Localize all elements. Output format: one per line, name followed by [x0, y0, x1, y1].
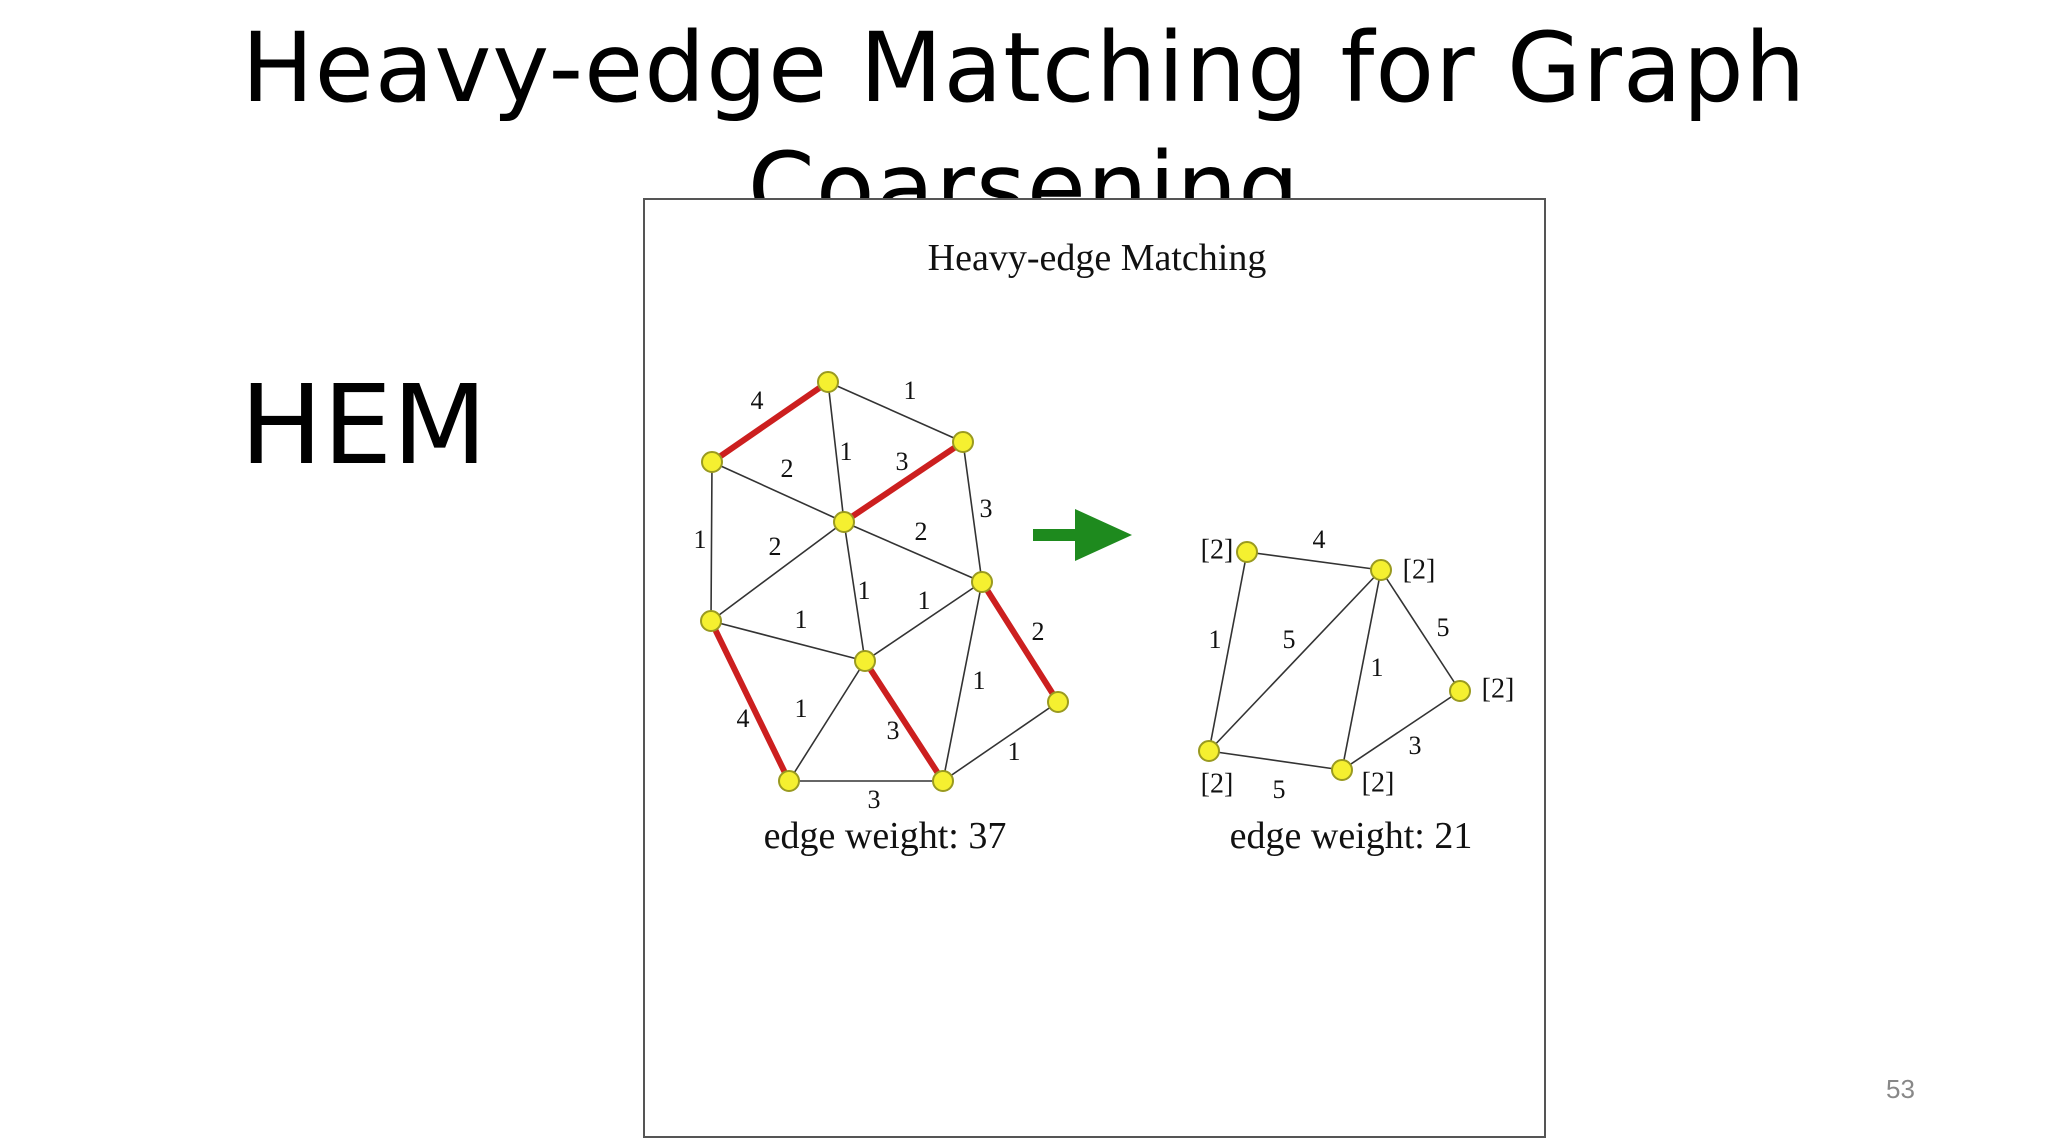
edge-weight-label: 3 [1409, 731, 1422, 760]
edge-weight-label: 3 [868, 785, 881, 814]
edge-weight-label: 1 [694, 525, 707, 554]
graph-node [1047, 691, 1069, 713]
left-caption: edge weight: 37 [764, 815, 1007, 857]
edge-weight-label: 4 [737, 704, 750, 733]
arrow-right-icon [1033, 509, 1132, 561]
graph-node [700, 610, 722, 632]
matched-edge [709, 379, 831, 465]
graph-diagram: Heavy-edge Matching edge weight: 37 edge… [694, 237, 1515, 857]
edge-weight-label: 3 [896, 447, 909, 476]
coarse-node [1331, 759, 1353, 781]
graph-node [952, 431, 974, 453]
graph-node [833, 511, 855, 533]
matched-edge [708, 618, 792, 784]
edge-weight-label: 2 [769, 532, 782, 561]
edge-weight-label: 1 [1209, 625, 1222, 654]
edge-weight-label: 5 [1283, 625, 1296, 654]
node-weight-label: [2] [1201, 534, 1234, 565]
graph-edge [1380, 569, 1461, 692]
edge-weight-label: 5 [1437, 613, 1450, 642]
graph-node [817, 371, 839, 393]
graph-edge [1208, 750, 1343, 771]
graph-edge [788, 660, 866, 782]
coarse-node [1236, 541, 1258, 563]
coarse-node [1449, 680, 1471, 702]
matched-edge [862, 658, 946, 784]
node-weight-label: [2] [1201, 768, 1234, 799]
edge-weight-label: 1 [973, 666, 986, 695]
edge-weight-label: 4 [751, 386, 764, 415]
graph-edge [827, 381, 964, 443]
edge-weight-label: 1 [840, 437, 853, 466]
slide-title: Heavy-edge Matching for Graph Coarsening [241, 12, 1807, 244]
graph-node [854, 650, 876, 672]
right-caption: edge weight: 21 [1230, 815, 1473, 857]
edge-weight-label: 4 [1313, 525, 1326, 554]
edge-weight-label: 1 [1371, 653, 1384, 682]
graph-edge [711, 461, 845, 523]
graph-edge [843, 521, 866, 662]
matched-edge [979, 579, 1061, 705]
graph-edge [1341, 569, 1382, 771]
graph-node [701, 451, 723, 473]
coarse-node [1370, 559, 1392, 581]
graph-edge [827, 381, 845, 523]
hem-label: HEM [240, 361, 488, 489]
edge-weight-label: 3 [980, 494, 993, 523]
graph-edge [710, 521, 845, 622]
edge-weight-label: 3 [887, 716, 900, 745]
graph-node [932, 770, 954, 792]
graph-edge [1208, 569, 1382, 752]
page-number: 53 [1886, 1074, 1915, 1104]
coarse-node [1198, 740, 1220, 762]
edge-weight-label: 1 [1008, 737, 1021, 766]
graph-edge [1246, 551, 1382, 571]
graph-edge [710, 461, 713, 622]
edge-weight-label: 5 [1273, 775, 1286, 804]
edge-weight-label: 2 [781, 454, 794, 483]
graph-edge [843, 521, 983, 583]
graph-edge [1208, 551, 1248, 752]
edge-weight-label: 2 [915, 517, 928, 546]
graph-node [971, 571, 993, 593]
edge-weight-label: 1 [918, 586, 931, 615]
node-weight-label: [2] [1362, 767, 1395, 798]
node-weight-label: [2] [1403, 554, 1436, 585]
graph-edge [962, 441, 983, 583]
graph-node [778, 770, 800, 792]
graph-edge [710, 620, 866, 662]
edge-weight-label: 1 [904, 376, 917, 405]
figure-title: Heavy-edge Matching [928, 237, 1267, 279]
edge-weight-label: 1 [795, 694, 808, 723]
edge-weight-label: 1 [795, 605, 808, 634]
graph-edge [864, 581, 983, 662]
graph-edge [1341, 690, 1461, 771]
edge-weight-label: 2 [1032, 617, 1045, 646]
graph-edge [942, 701, 1059, 782]
edge-weight-label: 1 [858, 576, 871, 605]
node-weight-label: [2] [1482, 673, 1515, 704]
figure-frame: Heavy-edge Matching edge weight: 37 edge… [643, 198, 1546, 1138]
graph-edge [942, 581, 983, 782]
matched-edge [841, 439, 966, 525]
